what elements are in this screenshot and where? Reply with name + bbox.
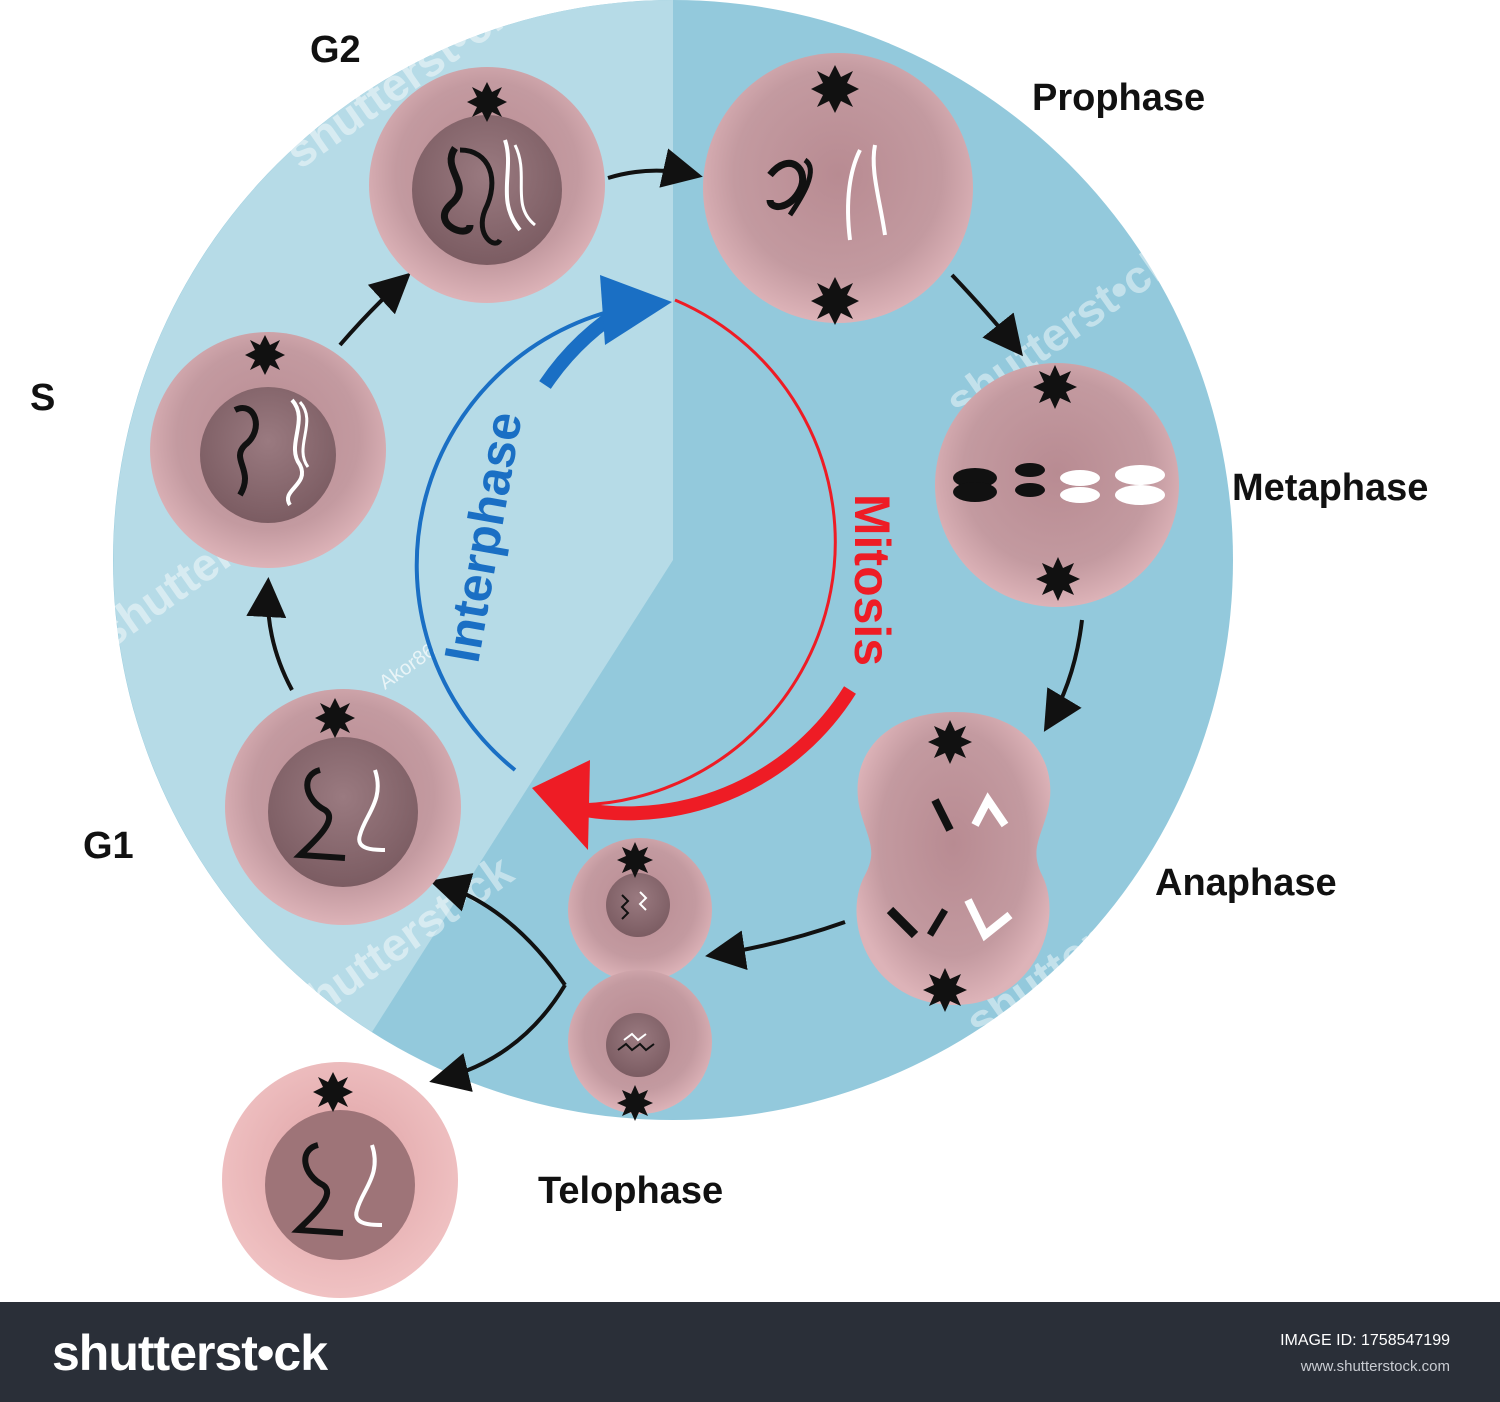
centrosome-icon <box>315 698 355 738</box>
label-anaphase: Anaphase <box>1155 862 1337 904</box>
label-g2: G2 <box>310 29 361 71</box>
interphase-arrowhead <box>600 275 672 345</box>
cell-g2 <box>369 67 605 303</box>
centrosome-icon <box>1033 365 1077 409</box>
centrosome-icon <box>811 65 859 113</box>
cell-prophase <box>703 53 973 325</box>
label-telophase: Telophase <box>538 1170 723 1212</box>
mitosis-arc-head <box>583 686 856 821</box>
centrosome-icon <box>923 968 967 1012</box>
mitosis-arrowhead <box>532 760 590 850</box>
cell-telophase <box>568 838 712 1121</box>
centrosome-icon <box>245 335 285 375</box>
centrosome-icon <box>1036 557 1080 601</box>
svg-text:shutterst•ck: shutterst•ck <box>1276 0 1500 158</box>
footer-logo[interactable]: shutterst•ck <box>52 1325 328 1381</box>
label-s: S <box>30 377 55 419</box>
cell-g1 <box>225 689 461 925</box>
mitosis-arc <box>579 298 837 807</box>
interphase-arc <box>414 303 641 772</box>
mitosis-label: Mitosis <box>844 494 900 666</box>
cell-daughter <box>222 1062 458 1298</box>
cell-cycle-diagram: shutterst•ck shutterst•ck shutterst•ck s… <box>30 0 1500 1298</box>
centrosome-icon <box>928 720 972 764</box>
centrosome-icon <box>617 842 653 878</box>
centrosome-icon <box>811 277 859 325</box>
centrosome-icon <box>467 82 507 122</box>
cycle-arrows <box>246 148 1084 1092</box>
label-metaphase: Metaphase <box>1232 467 1428 509</box>
label-prophase: Prophase <box>1032 77 1205 119</box>
footer-url[interactable]: www.shutterstock.com <box>1300 1358 1450 1375</box>
image-id: IMAGE ID: 1758547199 <box>1280 1332 1450 1349</box>
svg-text:shutterst•ck: shutterst•ck <box>1276 534 1500 728</box>
cell-anaphase <box>856 712 1051 1012</box>
centrosome-icon <box>313 1072 353 1112</box>
cell-metaphase <box>935 363 1179 607</box>
cell-s <box>150 332 386 568</box>
centrosome-icon <box>617 1085 653 1121</box>
stock-footer: shutterst•ck IMAGE ID: 1758547199 www.sh… <box>0 1302 1500 1402</box>
label-g1: G1 <box>83 825 134 867</box>
